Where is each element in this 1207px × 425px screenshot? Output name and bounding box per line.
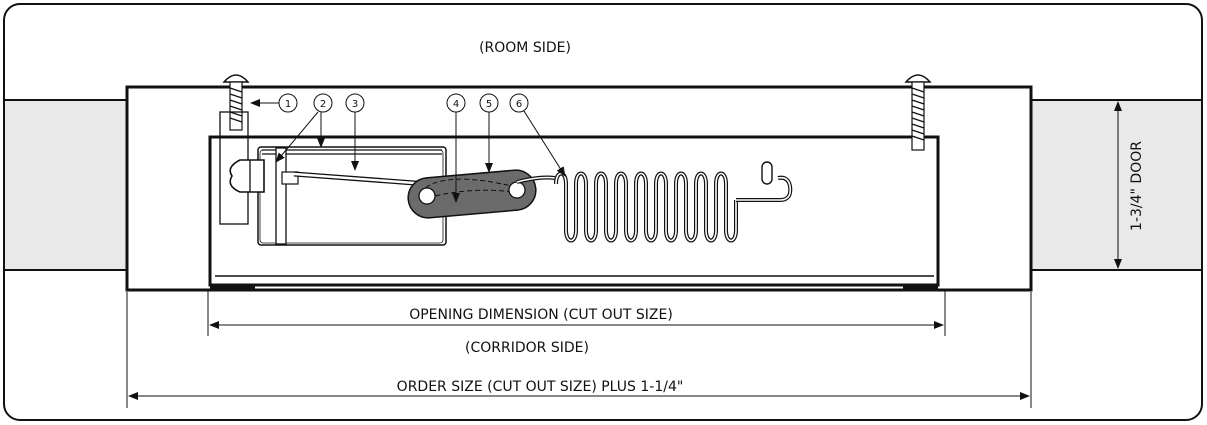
svg-text:1: 1 xyxy=(285,99,291,110)
screw-right xyxy=(904,74,932,151)
foot-left xyxy=(210,284,255,291)
screw-left xyxy=(222,74,250,131)
pivot-pin xyxy=(275,147,287,245)
foot-right xyxy=(903,284,938,291)
fusible-link xyxy=(407,169,537,219)
corridor-side-label: (CORRIDOR SIDE) xyxy=(465,340,589,356)
svg-text:4: 4 xyxy=(453,99,459,110)
svg-text:5: 5 xyxy=(486,99,492,110)
room-side-label: (ROOM SIDE) xyxy=(479,40,571,56)
order-size-label: ORDER SIZE (CUT OUT SIZE) PLUS 1-1/4" xyxy=(397,379,684,395)
svg-text:6: 6 xyxy=(516,99,522,110)
callout-1: 1 xyxy=(250,93,298,113)
spring xyxy=(516,161,793,243)
callout-4: 4 xyxy=(446,93,466,203)
callout-3: 3 xyxy=(345,93,365,171)
opening-dimension-label: OPENING DIMENSION (CUT OUT SIZE) xyxy=(409,307,673,323)
callout-2: 2 xyxy=(275,93,333,163)
door-thickness-label: 1-3/4" DOOR xyxy=(1129,141,1145,231)
door-thickness-dimension xyxy=(1108,99,1128,271)
svg-text:2: 2 xyxy=(320,99,326,110)
latch-bolt xyxy=(229,159,265,193)
svg-text:3: 3 xyxy=(352,99,358,110)
callout-5: 5 xyxy=(479,93,499,173)
callout-6: 6 xyxy=(509,93,566,177)
